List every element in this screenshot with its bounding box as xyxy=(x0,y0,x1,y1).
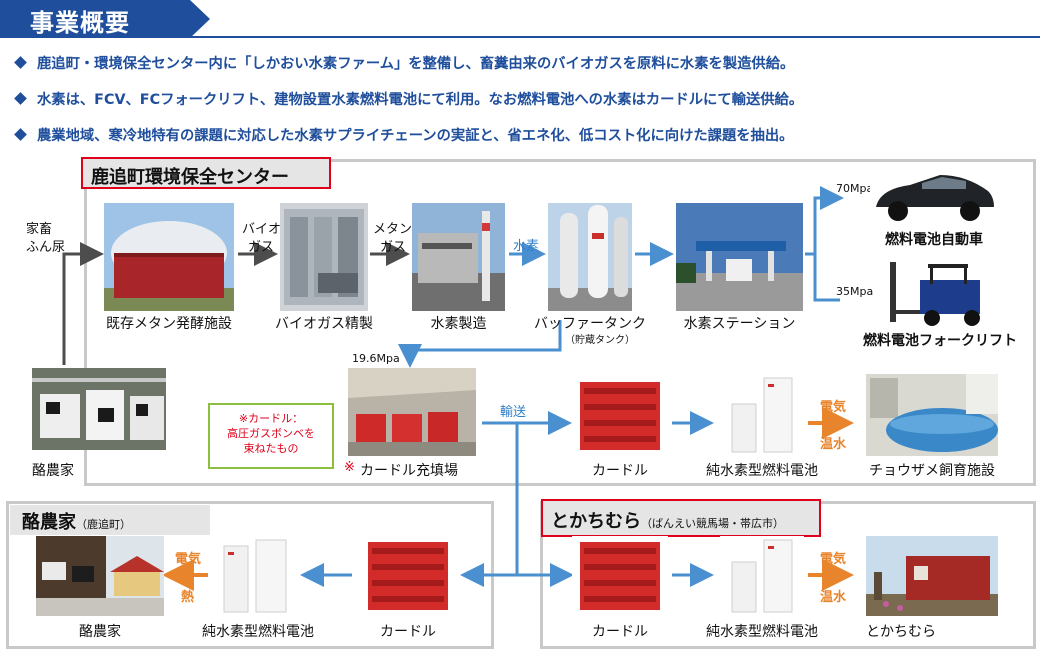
header-divider xyxy=(0,36,1040,38)
forklift-photo xyxy=(880,258,1000,328)
methane-label-2: ガス xyxy=(380,240,407,255)
dairy-source-photo xyxy=(32,368,166,450)
arrow-station-split xyxy=(805,186,844,256)
biogas-label-2: ガス xyxy=(248,240,275,255)
arrow-dairy-to-digester xyxy=(62,242,104,365)
hydrogen-label: 水素 xyxy=(513,239,540,254)
methane-label-1: メタン xyxy=(373,222,413,237)
livestock-label-1: 家畜 xyxy=(26,222,53,237)
arrow-tank-to-filling xyxy=(398,320,562,368)
sturgeon-photo xyxy=(866,374,998,456)
curdle-note-box: ※カードル： 高圧ガスボンベを 束ねたもの xyxy=(208,403,334,469)
fcv-label: 燃料電池自動車 xyxy=(885,232,983,248)
curdle-1-photo xyxy=(572,374,668,456)
bullet-text: 鹿追町・環境保全センター内に「しかおい水素ファーム」を整備し、畜糞由来のバイオガ… xyxy=(37,56,795,72)
biogas-refine-label: バイオガス精製 xyxy=(275,316,373,332)
digester-label: 既存メタン発酵施設 xyxy=(106,316,232,332)
dairy-dest-label: 酪農家 xyxy=(79,624,121,640)
bullet-text: 農業地域、寒冷地特有の課題に対応した水素サプライチェーンの実証と、省エネ化、低コ… xyxy=(37,128,794,144)
dairy-group-title: 酪農家（鹿追町） xyxy=(10,505,210,535)
buffer-tank-photo xyxy=(548,203,632,311)
bullet-item: 水素は、FCV、FCフォークリフト、建物設置水素燃料電池にて利用。なお燃料電池へ… xyxy=(14,88,803,109)
forklift-label: 燃料電池フォークリフト xyxy=(863,333,1017,349)
sturgeon-label: チョウザメ飼育施設 xyxy=(869,463,995,479)
transport-label: 輸送 xyxy=(500,405,527,420)
curdle-filling-photo xyxy=(348,368,476,456)
electricity-label-1: 電気 xyxy=(820,400,847,415)
hot-water-label-1: 温水 xyxy=(820,437,847,452)
bullet-item: 農業地域、寒冷地特有の課題に対応した水素サプライチェーンの実証と、省エネ化、低コ… xyxy=(14,124,793,145)
electricity-label-2: 電気 xyxy=(175,552,202,567)
fcv-photo xyxy=(870,165,998,227)
digester-photo xyxy=(104,203,234,311)
fuel-cell-1-label: 純水素型燃料電池 xyxy=(706,463,818,479)
h2-station-label: 水素ステーション xyxy=(683,316,796,332)
tokachi-photo xyxy=(866,536,998,616)
curdle-2-label: カードル xyxy=(380,624,436,640)
fuel-cell-3-photo xyxy=(720,536,804,616)
curdle-3-label: カードル xyxy=(592,624,648,640)
heat-label: 熱 xyxy=(181,590,195,605)
fuel-cell-3-label: 純水素型燃料電池 xyxy=(706,624,818,640)
curdle-3-photo xyxy=(572,536,668,616)
electricity-label-3: 電気 xyxy=(820,552,847,567)
curdle-1-label: カードル xyxy=(592,463,648,479)
pressure-70-label: 70Mpa xyxy=(836,182,874,195)
fuel-cell-1-photo xyxy=(720,374,804,456)
h2-production-label: 水素製造 xyxy=(430,316,487,332)
fuel-cell-2-label: 純水素型燃料電池 xyxy=(202,624,314,640)
center-group-frame xyxy=(84,159,1036,486)
biogas-refine-photo xyxy=(280,203,368,311)
fuel-cell-2-photo xyxy=(216,536,300,616)
center-group-title: 鹿追町環境保全センター xyxy=(81,157,331,189)
curdle-filling-label: カードル充填場 xyxy=(360,463,458,479)
pressure-35-label: 35Mpa xyxy=(836,285,874,298)
page-title: 事業概要 xyxy=(30,9,130,37)
dairy-source-label: 酪農家 xyxy=(32,463,74,479)
buffer-tank-label: バッファータンク xyxy=(534,316,646,332)
curdle-2-photo xyxy=(360,536,456,616)
note-line-1: ※カードル： xyxy=(238,412,304,425)
bullet-text: 水素は、FCV、FCフォークリフト、建物設置水素燃料電池にて利用。なお燃料電池へ… xyxy=(37,92,804,108)
bullet-item: 鹿追町・環境保全センター内に「しかおい水素ファーム」を整備し、畜糞由来のバイオガ… xyxy=(14,52,794,73)
buffer-tank-sublabel: （貯蔵タンク） xyxy=(565,335,635,346)
title-banner xyxy=(0,0,210,38)
tokachi-label: とかちむら xyxy=(866,624,936,640)
tokachi-group-title: とかちむら（ばんえい競馬場・帯広市） xyxy=(541,499,821,537)
note-line-2: 高圧ガスボンベを xyxy=(227,427,315,440)
livestock-label-2: ふん尿 xyxy=(26,240,66,255)
biogas-label-1: バイオ xyxy=(242,222,282,237)
curdle-filling-mark: ※ xyxy=(344,460,355,475)
dairy-dest-photo xyxy=(36,536,164,616)
hot-water-label-2: 温水 xyxy=(820,590,847,605)
h2-station-photo xyxy=(676,203,803,311)
pressure-19-label: 19.6Mpa xyxy=(352,352,400,365)
h2-production-photo xyxy=(412,203,505,311)
note-line-3: 束ねたもの xyxy=(243,442,299,455)
arrow-station-to-forklift xyxy=(813,254,840,302)
